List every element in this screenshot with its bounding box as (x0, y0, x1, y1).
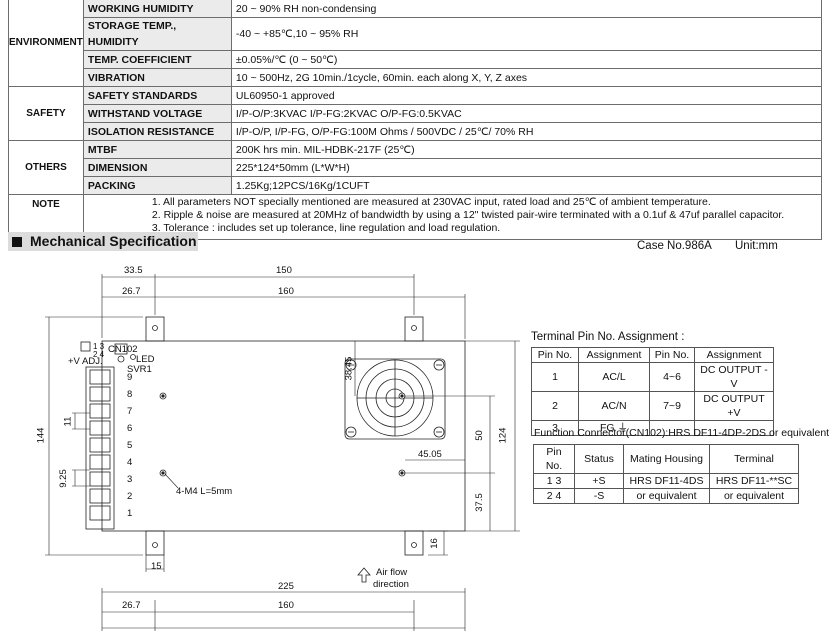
cn102-connector (80, 341, 91, 352)
airflow-label: direction (373, 579, 409, 590)
table-cell: or equivalent (623, 488, 710, 504)
dim-label: 160 (278, 286, 294, 297)
unit-label: Unit:mm (735, 240, 778, 252)
table-cell: or equivalent (709, 488, 799, 504)
airflow-arrow-icon (357, 567, 371, 583)
header-cell: Terminal (709, 444, 799, 474)
notes-cell: 1. All parameters NOT specially mentione… (82, 194, 822, 240)
connector-table: Pin No. Status Mating Housing Terminal 1… (533, 444, 799, 504)
table-cell: 2 (531, 391, 579, 421)
case-outline (101, 340, 466, 532)
table-cell: -S (574, 488, 624, 504)
mounting-tab (145, 530, 165, 556)
note-line: 3. Tolerance : includes set up tolerance… (151, 222, 501, 234)
terminal-pin-number: 6 (127, 423, 133, 434)
mounting-hole (398, 469, 406, 477)
dim-label: 15 (151, 561, 162, 572)
dimension-lines (45, 274, 520, 631)
led-label: LED (136, 354, 155, 365)
row-label: TEMP. COEFFICIENT (82, 50, 232, 69)
row-label: DIMENSION (82, 158, 232, 177)
mounting-tab (404, 530, 424, 556)
airflow-label: Air flow (376, 567, 408, 578)
group-others: OTHERS (8, 140, 84, 195)
row-value: 200K hrs min. MIL-HDBK-217F (25℃) (230, 140, 822, 159)
row-label: SAFETY STANDARDS (82, 86, 232, 105)
dim-label: 26.7 (122, 286, 141, 297)
dim-label: 37.5 (473, 493, 485, 512)
dim-label: 38.45 (343, 356, 355, 381)
row-label: STORAGE TEMP., HUMIDITY (82, 17, 232, 51)
dim-label: 16 (428, 538, 440, 549)
note-line: 1. All parameters NOT specially mentione… (151, 196, 711, 208)
connector-title: Function Connector(CN102):HRS DF11-4DP-2… (534, 427, 830, 439)
spec-table: ENVIRONMENT WORKING HUMIDITY 20 ~ 90% RH… (8, 0, 822, 240)
dim-label: 124 (497, 427, 509, 444)
mounting-hole (159, 392, 167, 400)
terminal-pin-number: 7 (127, 406, 133, 417)
v-adj-label: +V ADJ. (68, 356, 103, 367)
terminal-pin-number: 9 (127, 372, 133, 383)
terminal-pin-number: 2 (127, 491, 133, 502)
terminal-title: Terminal Pin No. Assignment : (531, 331, 685, 343)
led-icon (130, 354, 136, 360)
case-number: Case No.986A (637, 240, 712, 252)
table-cell: DC OUTPUT -V (694, 362, 774, 392)
dim-label: 150 (276, 265, 292, 276)
note-line: 2. Ripple & noise are measured at 20MHz … (151, 209, 785, 221)
terminal-pin-number: 3 (127, 474, 133, 485)
terminal-pin-number: 5 (127, 440, 133, 451)
section-title-text: Mechanical Specification (30, 233, 197, 249)
square-bullet-icon (12, 237, 22, 247)
table-cell: HRS DF11-**SC (709, 473, 799, 489)
header-cell: Mating Housing (623, 444, 710, 474)
group-environment: ENVIRONMENT (8, 0, 84, 87)
header-cell: Assignment (694, 347, 774, 363)
pins-13-label: 1 3 (93, 342, 105, 351)
terminal-pin-number: 1 (127, 508, 133, 519)
row-value: -40 ~ +85℃,10 ~ 95% RH (230, 17, 822, 51)
table-cell (694, 420, 774, 436)
dim-label: 160 (278, 600, 294, 611)
dim-label: 45.05 (418, 449, 442, 460)
svr1-label: SVR1 (127, 364, 152, 375)
row-label: WORKING HUMIDITY (82, 0, 232, 18)
table-cell: DC OUTPUT +V (694, 391, 774, 421)
mounting-hole (159, 469, 167, 477)
dim-label: 225 (278, 581, 294, 592)
header-cell: Assignment (578, 347, 650, 363)
terminal-pin-number: 4 (127, 457, 133, 468)
dim-label: 11 (62, 416, 74, 427)
group-safety: SAFETY (8, 86, 84, 141)
cn102-label: CN102 (108, 344, 138, 355)
terminal-table: Pin No. Assignment Pin No. Assignment 1 … (531, 347, 774, 436)
row-label: PACKING (82, 176, 232, 195)
pins-24-label: 2 4 (93, 350, 105, 359)
dim-label: 50 (473, 430, 485, 441)
table-cell: 2 4 (533, 488, 575, 504)
mounting-tab (145, 316, 165, 342)
dim-label: 26.7 (122, 600, 141, 611)
dim-label: 33.5 (124, 265, 143, 276)
m4-screw-label: 4-M4 L=5mm (176, 486, 233, 497)
dim-label: 144 (35, 427, 47, 444)
section-title: Mechanical Specification (8, 232, 198, 251)
svr1-pot-icon (117, 355, 125, 363)
table-cell: 1 (531, 362, 579, 392)
mounting-tab (404, 316, 424, 342)
terminal-pin-number: 8 (127, 389, 133, 400)
cn102-pins (114, 343, 128, 355)
table-cell: FG ⏚ (578, 420, 650, 436)
fan-grille (344, 358, 446, 440)
dim-label: 9.25 (57, 469, 69, 488)
header-cell: Pin No. (533, 444, 575, 474)
terminal-block (85, 366, 115, 530)
